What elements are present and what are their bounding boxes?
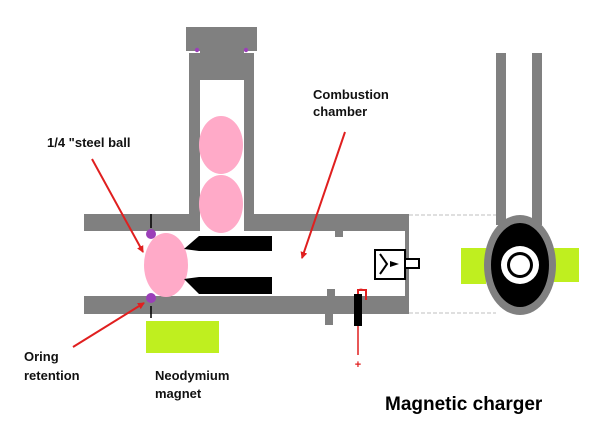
arrow-oring-retention xyxy=(72,302,145,348)
label-magnet-line2: magnet xyxy=(155,386,202,401)
lower-electrode xyxy=(184,277,272,294)
arrow-steel-ball xyxy=(91,158,144,253)
magazine-right-wall xyxy=(244,53,254,226)
barrel-bottom-step xyxy=(327,289,335,296)
cap-oring-left xyxy=(194,47,200,53)
oring-bottom xyxy=(146,293,156,303)
end-view-right-wall xyxy=(532,53,542,225)
label-oring-line2: retention xyxy=(24,368,80,383)
magazine-ball-lower xyxy=(199,175,243,233)
barrel-body xyxy=(84,214,409,325)
terminal-post xyxy=(354,294,362,326)
polarity-minus: - xyxy=(359,283,363,295)
end-view xyxy=(461,53,579,315)
barrel-top-step xyxy=(335,231,343,237)
polarity-plus: + xyxy=(355,359,361,371)
electrode-terminal: - + xyxy=(354,283,367,371)
chamber-steel-ball xyxy=(144,233,188,297)
end-view-bore-center xyxy=(510,255,530,275)
valve-nozzle xyxy=(404,258,420,269)
upper-electrode xyxy=(184,236,272,251)
label-combustion-line1: Combustion xyxy=(313,87,389,102)
label-combustion-line2: chamber xyxy=(313,104,367,119)
magazine-cap-stem xyxy=(200,49,244,80)
cap-oring-right xyxy=(243,47,249,53)
neodymium-magnet-block xyxy=(146,321,219,353)
magazine-left-wall xyxy=(189,53,200,226)
oring-top xyxy=(146,229,156,239)
valve-disc xyxy=(390,261,399,267)
barrel-bottom-wall xyxy=(84,296,406,314)
label-magnet-line1: Neodymium xyxy=(155,368,229,383)
magazine-ball-upper xyxy=(199,116,243,174)
arrow-combustion-chamber xyxy=(300,131,346,259)
label-steel-ball: 1/4 "steel ball xyxy=(47,135,130,150)
magazine-cap xyxy=(186,27,257,51)
barrel-top-wall-right xyxy=(244,214,406,231)
end-view-magnet-left xyxy=(461,248,486,284)
barrel-bottom-tab xyxy=(325,314,333,325)
terminal-lead xyxy=(357,289,367,300)
check-valve xyxy=(374,249,420,280)
end-view-magnet-right xyxy=(554,248,579,282)
valve-seat xyxy=(379,253,389,275)
magazine-tube xyxy=(186,27,257,226)
barrel-top-wall-left xyxy=(84,214,200,231)
label-oring-line1: Oring xyxy=(24,349,59,364)
end-view-left-wall xyxy=(496,53,506,225)
diagram-title: Magnetic charger xyxy=(385,394,543,415)
